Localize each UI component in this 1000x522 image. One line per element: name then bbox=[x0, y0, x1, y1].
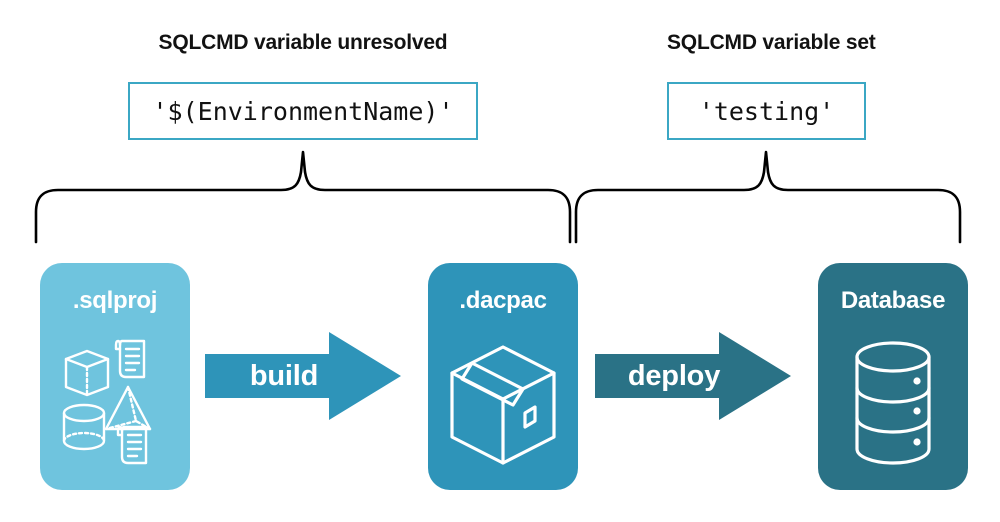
brace-right bbox=[574, 150, 962, 244]
section-heading-set: SQLCMD variable set bbox=[667, 31, 876, 54]
scroll-icon bbox=[116, 425, 148, 465]
panel-label-dacpac: .dacpac bbox=[459, 287, 547, 314]
arrow-build: build bbox=[205, 330, 405, 422]
cube-icon bbox=[64, 349, 110, 397]
arrow-deploy: deploy bbox=[595, 330, 795, 422]
dacpac-package-icon bbox=[450, 345, 556, 465]
arrow-deploy-shape bbox=[595, 332, 791, 420]
artifact-panel-database[interactable]: Database bbox=[818, 263, 968, 490]
arrow-build-shape bbox=[205, 332, 401, 420]
code-value-box-unresolved: '$(EnvironmentName)' bbox=[128, 82, 478, 140]
scroll-icon bbox=[114, 339, 146, 379]
database-status-dots bbox=[913, 377, 921, 446]
brace-left bbox=[34, 150, 572, 244]
pyramid-icon bbox=[104, 385, 152, 431]
cylinder-icon bbox=[62, 403, 106, 451]
sqlproj-artifact-icons bbox=[62, 339, 152, 465]
artifact-panel-sqlproj[interactable]: .sqlproj bbox=[40, 263, 190, 490]
database-artifact-icon bbox=[855, 341, 931, 465]
package-box-icon bbox=[450, 345, 556, 465]
artifact-panel-dacpac[interactable]: .dacpac bbox=[428, 263, 578, 490]
database-cylinder-icon bbox=[855, 341, 931, 465]
panel-label-sqlproj: .sqlproj bbox=[72, 287, 158, 314]
section-heading-unresolved: SQLCMD variable unresolved bbox=[158, 31, 448, 54]
panel-label-database: Database bbox=[840, 287, 946, 314]
code-value-box-set: 'testing' bbox=[667, 82, 866, 140]
